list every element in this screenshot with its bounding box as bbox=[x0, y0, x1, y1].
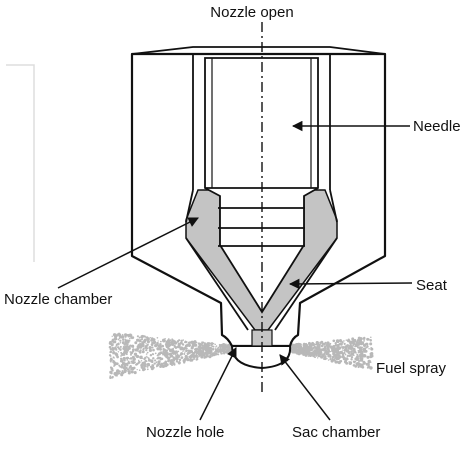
label-seat: Seat bbox=[416, 277, 448, 294]
label-nozzle-open: Nozzle open bbox=[210, 4, 293, 21]
label-nozzle-hole: Nozzle hole bbox=[146, 424, 224, 441]
fuel-spray-cloud-left bbox=[108, 332, 234, 379]
bore-taper-right bbox=[329, 189, 338, 223]
sac-chamber-leader bbox=[279, 354, 331, 421]
label-fuel-spray: Fuel spray bbox=[376, 360, 447, 377]
bore-taper-left bbox=[185, 189, 194, 223]
nozzle-chamber-leader bbox=[57, 217, 199, 289]
fuel-spray-cloud-right bbox=[289, 336, 374, 370]
seat-leader bbox=[288, 278, 413, 290]
seat-cone-left bbox=[185, 237, 249, 331]
label-needle: Needle bbox=[413, 118, 461, 135]
label-sac-chamber: Sac chamber bbox=[292, 424, 380, 441]
frame-fragment bbox=[6, 64, 35, 262]
label-nozzle-chamber: Nozzle chamber bbox=[4, 291, 112, 308]
nozzle-hole-leader bbox=[199, 347, 237, 421]
